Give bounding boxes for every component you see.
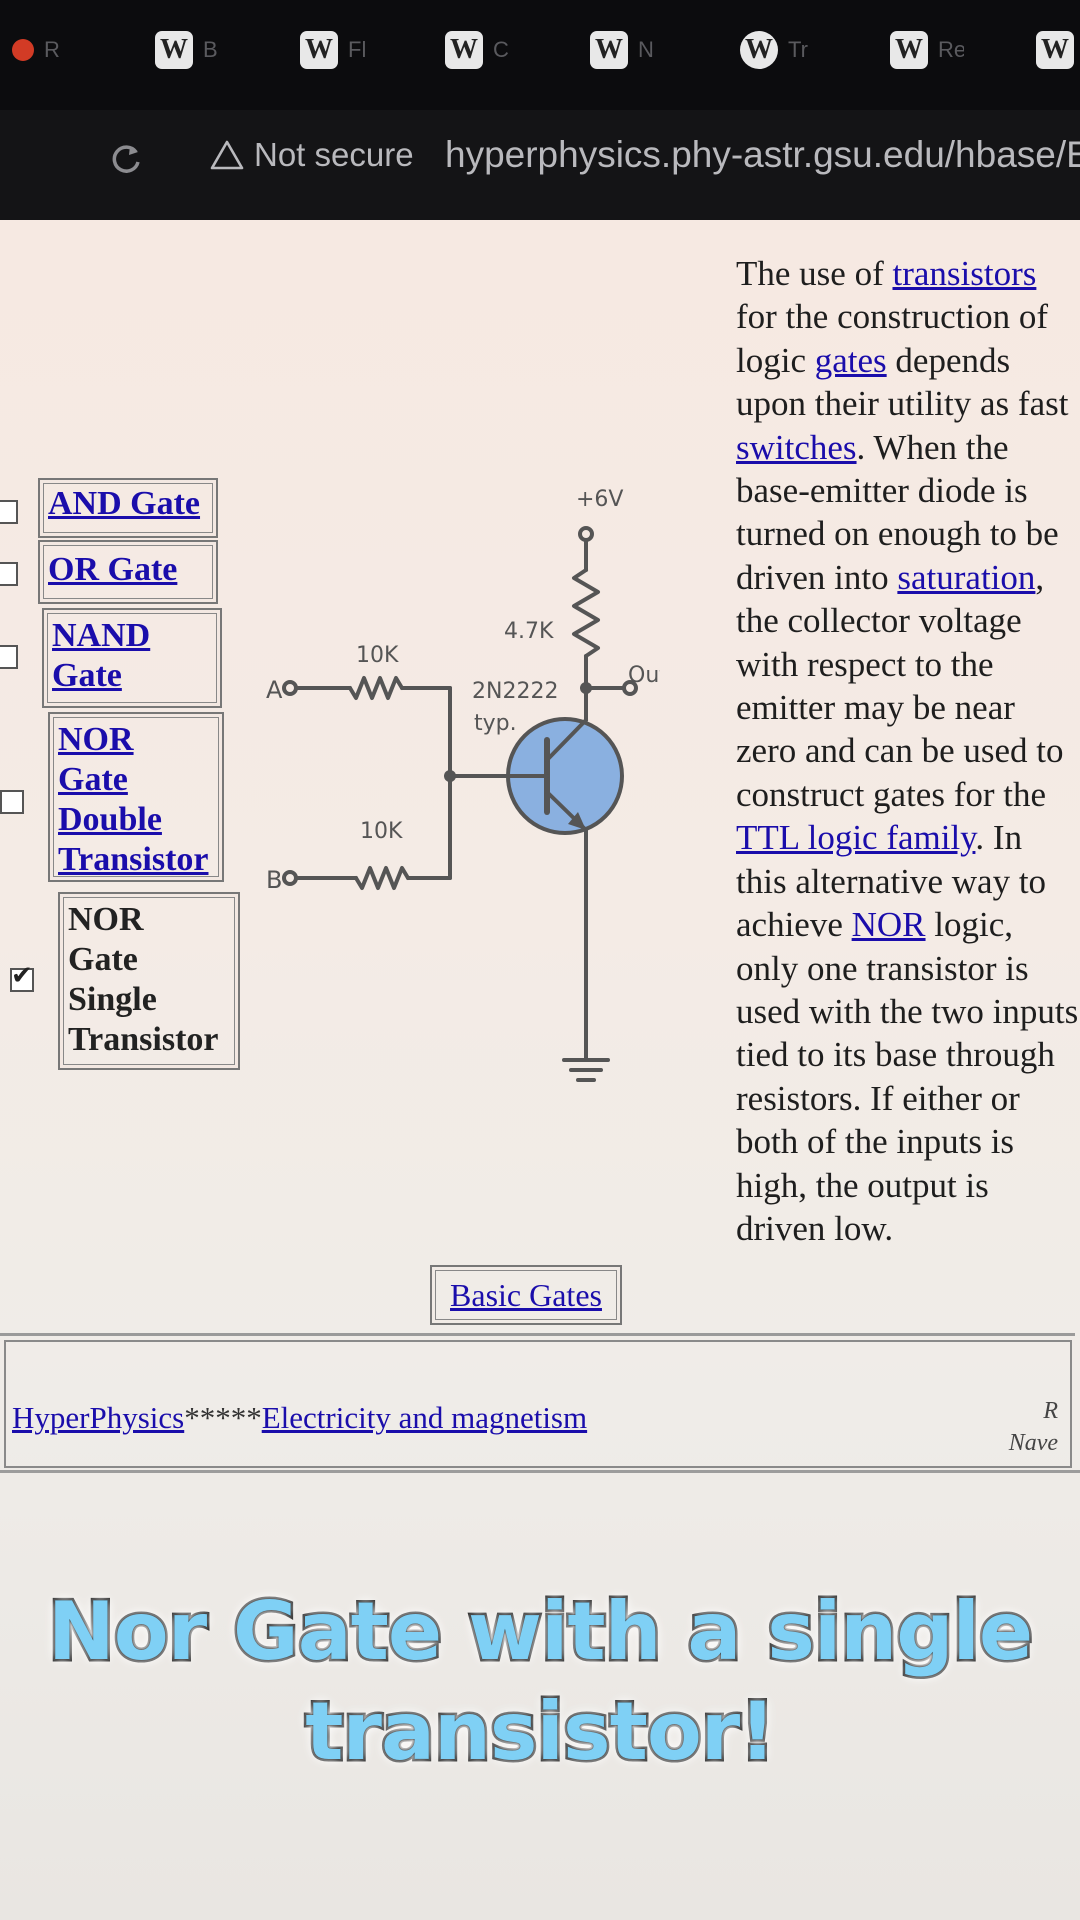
output-terminal <box>622 680 638 696</box>
tab-title: C <box>493 37 509 62</box>
reload-icon[interactable] <box>108 140 144 176</box>
nav-checkbox-nor-single[interactable] <box>10 961 34 992</box>
input-a-label: A <box>266 676 283 704</box>
basic-gates-label[interactable]: Basic Gates <box>450 1276 602 1313</box>
tab-wikipedia-6[interactable]: W Re <box>890 22 1030 78</box>
address-bar <box>0 110 1080 220</box>
link-ttl-logic-family[interactable]: TTL logic family <box>736 818 976 858</box>
nor-gate-schematic: +6V 4.7K Out 10K 10K A B 2N2222 typ. <box>266 487 660 1082</box>
wikipedia-icon: W <box>590 31 628 69</box>
link-gates[interactable]: gates <box>814 340 887 380</box>
tab-wikipedia-1[interactable]: W B <box>155 22 295 78</box>
hyperphysics-link[interactable]: HyperPhysics <box>12 1400 185 1435</box>
tab-wikipedia-4[interactable]: W N <box>590 22 730 78</box>
nav-item-and-gate[interactable]: AND Gate <box>38 478 218 538</box>
transistor-part-label: 2N2222 <box>472 679 558 704</box>
link-nor[interactable]: NOR <box>851 905 926 945</box>
tab-wikipedia-3[interactable]: W C <box>445 22 585 78</box>
wikipedia-icon: W <box>300 31 338 69</box>
tab-title: Fl <box>348 37 367 62</box>
wikipedia-icon: W <box>1036 31 1074 69</box>
warning-icon <box>210 140 244 170</box>
link-saturation[interactable]: saturation <box>897 557 1036 597</box>
transistor-note-label: typ. <box>474 711 517 736</box>
security-label: Not secure <box>254 136 414 173</box>
footer-author: R Nave <box>1008 1398 1058 1456</box>
nav-checkbox-nor-double[interactable] <box>0 790 24 814</box>
resistor-b-label: 10K <box>360 819 403 844</box>
tab-wikipedia-5[interactable]: W Tr <box>740 22 880 78</box>
link-switches[interactable]: switches <box>736 427 857 467</box>
footer-box <box>4 1340 1072 1468</box>
browser-tab-strip: R W B W Fl W C W N W Tr W Re W <box>0 0 1080 110</box>
tab-title: R <box>44 37 60 62</box>
tab-recorder[interactable]: R <box>12 22 152 78</box>
security-indicator[interactable]: Not secure <box>210 130 414 180</box>
tab-title: B <box>203 37 218 62</box>
collector-resistor <box>572 568 600 658</box>
recorder-icon <box>12 39 34 61</box>
tab-title: Re <box>938 37 964 62</box>
output-label: Out <box>628 663 660 688</box>
divider <box>0 1333 1075 1336</box>
web-page <box>0 220 1080 1920</box>
wikipedia-icon: W <box>890 31 928 69</box>
wikipedia-round-icon: W <box>740 31 778 69</box>
tab-title: N <box>638 37 654 62</box>
tab-wikipedia-2[interactable]: W Fl <box>300 22 440 78</box>
nav-checkbox-or[interactable] <box>0 562 18 586</box>
link-transistors[interactable]: transistors <box>892 254 1037 293</box>
nav-checkbox-and[interactable] <box>0 500 18 524</box>
tab-wikipedia-7[interactable]: W <box>1036 22 1080 78</box>
supply-label: +6V <box>576 487 623 512</box>
url-field[interactable]: hyperphysics.phy-astr.gsu.edu/hbase/E <box>445 134 1080 175</box>
nav-item-or-gate[interactable]: OR Gate <box>38 540 218 604</box>
resistor-a-label: 10K <box>356 643 399 668</box>
description-paragraph: The use of transistors for the construct… <box>736 254 1079 1248</box>
wikipedia-icon: W <box>155 31 193 69</box>
wikipedia-icon: W <box>445 31 483 69</box>
basic-gates-button[interactable]: Basic Gates <box>430 1265 622 1325</box>
electricity-magnetism-link[interactable]: Electricity and magnetism <box>261 1400 588 1435</box>
nav-link-label[interactable]: OR Gate <box>48 551 178 588</box>
nav-link-label[interactable]: AND Gate <box>48 485 201 522</box>
tab-title: Tr <box>788 37 808 62</box>
divider <box>0 1470 1080 1473</box>
input-b-label: B <box>266 866 282 894</box>
collector-resistor-label: 4.7K <box>504 619 554 644</box>
footer-links: HyperPhysics*****Electricity and magneti… <box>12 1400 588 1435</box>
video-caption: Nor Gate with a single transistor! <box>45 1583 1035 1781</box>
nav-checkbox-nand[interactable] <box>0 645 18 669</box>
